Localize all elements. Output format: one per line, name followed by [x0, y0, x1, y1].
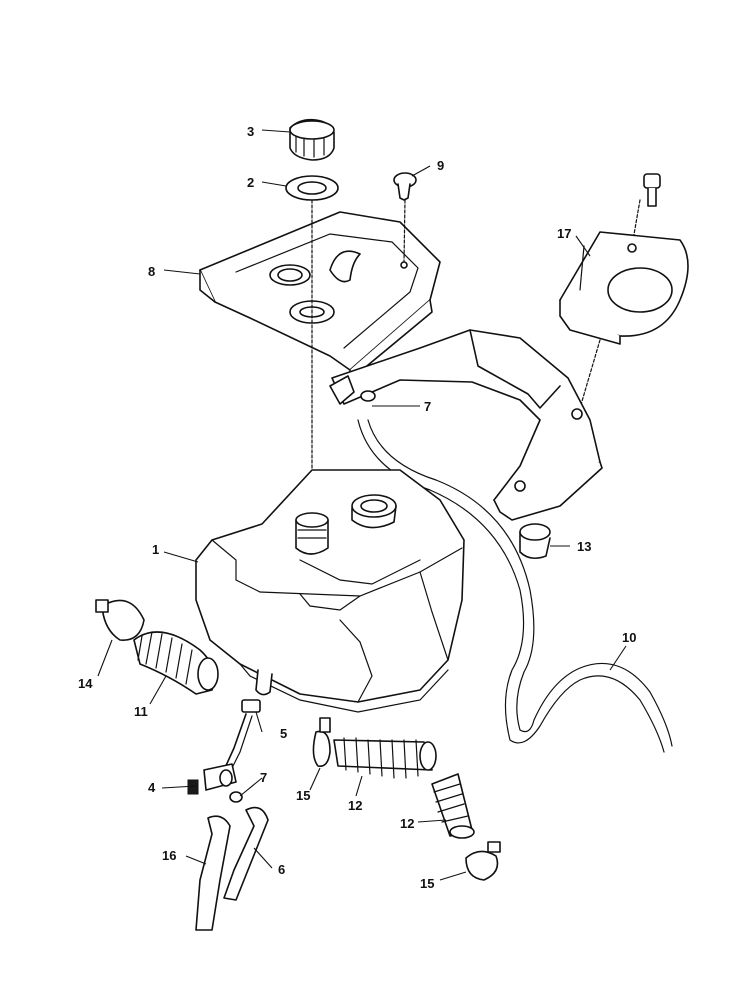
callout-11: 11: [134, 704, 148, 719]
callout-14: 14: [78, 676, 93, 691]
clip-part-lower: [229, 791, 243, 803]
pipe-part: [223, 806, 269, 901]
corrugated-hose-part: [133, 631, 219, 695]
callout-3: 3: [247, 124, 254, 139]
push-pin-part: [393, 172, 417, 201]
coil-hose-part: [333, 737, 437, 779]
callout-5: 5: [280, 726, 287, 741]
callout-2: 2: [247, 175, 254, 190]
callout-labels: 3 2 9 8 17 7 13 1 10 14 11 5 7 4 15 12 1…: [78, 124, 636, 891]
callout-15-lower: 15: [420, 876, 434, 891]
callout-15-upper: 15: [296, 788, 310, 803]
callout-12-lower: 12: [400, 816, 414, 831]
callout-16: 16: [162, 848, 176, 863]
leader-lines: [97, 129, 627, 881]
gasket-part: [285, 175, 339, 201]
small-clip-part: [241, 699, 261, 713]
callout-10: 10: [622, 630, 636, 645]
callout-1: 1: [152, 542, 159, 557]
grommet-part: [519, 523, 551, 560]
clamp-part-upper: [312, 717, 331, 768]
callout-9: 9: [437, 158, 444, 173]
fuel-tank-part: [195, 469, 465, 713]
clip-part-upper: [360, 390, 376, 402]
callout-17: 17: [557, 226, 571, 241]
mount-plate-part: [559, 173, 689, 345]
callout-7-upper: 7: [424, 399, 431, 414]
fuel-cock-part: [187, 713, 253, 795]
clamp-part-left: [95, 599, 145, 641]
clamp-part-lower: [465, 841, 501, 881]
frame-bracket-part: [329, 329, 603, 521]
callout-4: 4: [148, 780, 156, 795]
callout-13: 13: [577, 539, 591, 554]
fuel-cap-part: [289, 118, 335, 161]
callout-8: 8: [148, 264, 155, 279]
breather-hose-part: [357, 419, 673, 753]
callout-12-upper: 12: [348, 798, 362, 813]
fuel-pipe-part: [195, 815, 231, 931]
callout-6: 6: [278, 862, 285, 877]
coil-hose-part-second: [431, 773, 475, 839]
callout-7-lower: 7: [260, 770, 267, 785]
